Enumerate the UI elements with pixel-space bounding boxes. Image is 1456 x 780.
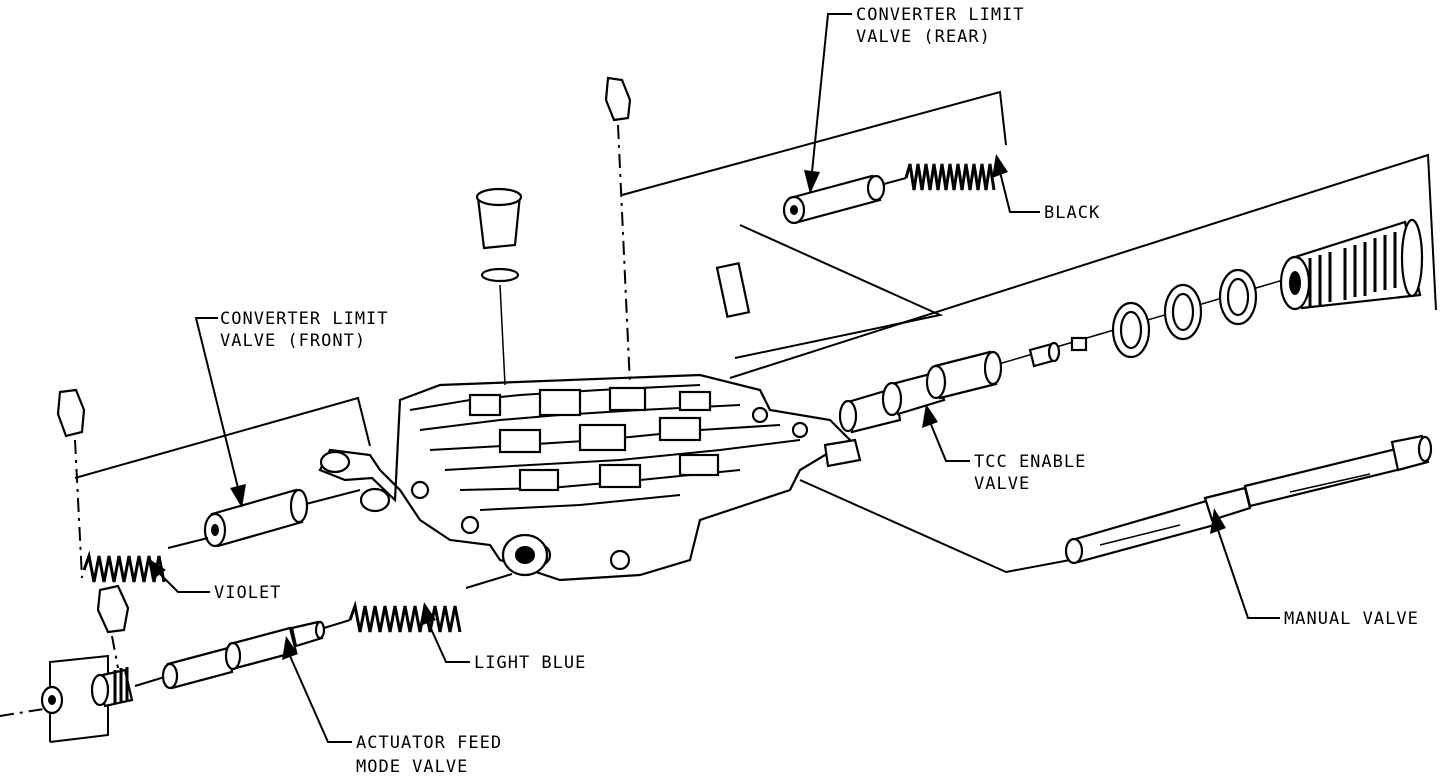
label-converter-limit-front-line2: VALVE (FRONT)	[220, 331, 366, 351]
label-tcc-enable-line1: TCC ENABLE	[974, 452, 1086, 472]
label-manual-valve: MANUAL VALVE	[1284, 609, 1419, 629]
converter-limit-valve-front	[203, 488, 309, 548]
valve-body	[318, 373, 862, 582]
label-converter-limit-rear-line1: CONVERTER LIMIT	[856, 5, 1025, 25]
label-actuator-feed-line1: ACTUATOR FEED	[356, 733, 502, 753]
retainer-clip-rear	[604, 76, 632, 122]
actuator-feed-mode-valve	[161, 620, 326, 690]
plug-rear	[715, 261, 751, 319]
actuator-feed-assembly	[0, 573, 513, 743]
converter-limit-valve-rear	[782, 174, 886, 225]
label-converter-limit-front-line1: CONVERTER LIMIT	[220, 309, 389, 329]
converter-limit-rear-assembly	[604, 76, 1007, 386]
label-violet: VIOLET	[214, 583, 281, 603]
label-black: BLACK	[1044, 203, 1100, 223]
label-light-blue: LIGHT BLUE	[474, 653, 586, 673]
retainer-clip-actuator	[96, 584, 130, 634]
manual-valve-assembly	[799, 434, 1433, 574]
label-tcc-enable-line2: VALVE	[974, 474, 1030, 494]
label-actuator-feed-line2: MODE VALVE	[356, 757, 468, 777]
filter-cup	[475, 187, 523, 386]
tcc-enable-valve-assembly	[729, 153, 1437, 434]
tcc-enable-valve	[838, 350, 1003, 434]
callout-labels: CONVERTER LIMIT VALVE (REAR) BLACK CONVE…	[214, 5, 1419, 777]
bore-sleeve	[1279, 218, 1424, 311]
leader-lines	[148, 13, 1280, 743]
spring-black	[904, 163, 996, 191]
retainer-clip-front	[56, 388, 86, 438]
manual-valve	[1064, 434, 1433, 565]
label-converter-limit-rear-line2: VALVE (REAR)	[856, 27, 991, 47]
spring-light-blue	[348, 600, 462, 633]
converter-limit-front-assembly	[56, 388, 371, 583]
